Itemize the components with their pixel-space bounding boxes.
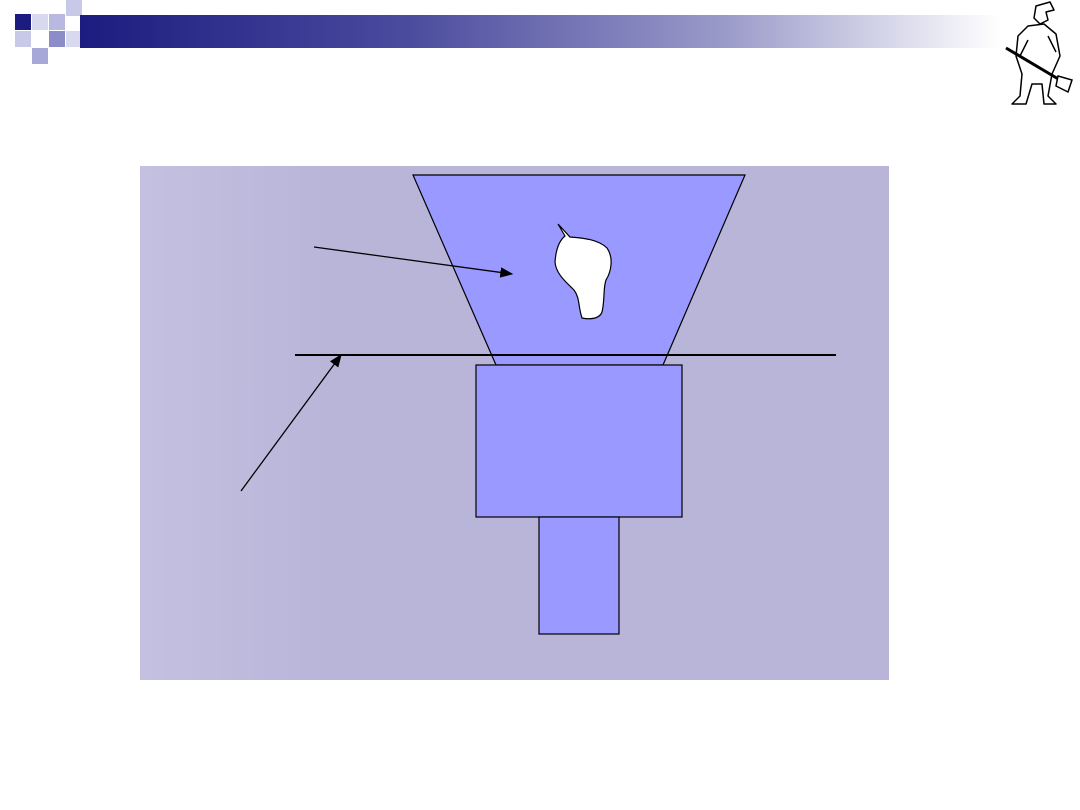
decor-square	[66, 0, 82, 16]
header-bar	[80, 15, 1000, 48]
decor-square	[32, 48, 48, 64]
decor-square	[15, 31, 31, 47]
arrow-upper	[313, 246, 514, 278]
decor-square	[66, 31, 82, 47]
lump-shape	[554, 223, 612, 320]
decor-square	[15, 14, 31, 30]
worker-with-shovel-icon	[1005, 1, 1073, 105]
middle-block	[475, 364, 683, 518]
checker-squares-icon	[0, 0, 90, 70]
decor-square	[32, 14, 48, 30]
decor-square	[49, 14, 65, 30]
decor-square	[49, 31, 65, 47]
arrow-lower	[240, 353, 342, 492]
lower-block	[538, 516, 620, 635]
